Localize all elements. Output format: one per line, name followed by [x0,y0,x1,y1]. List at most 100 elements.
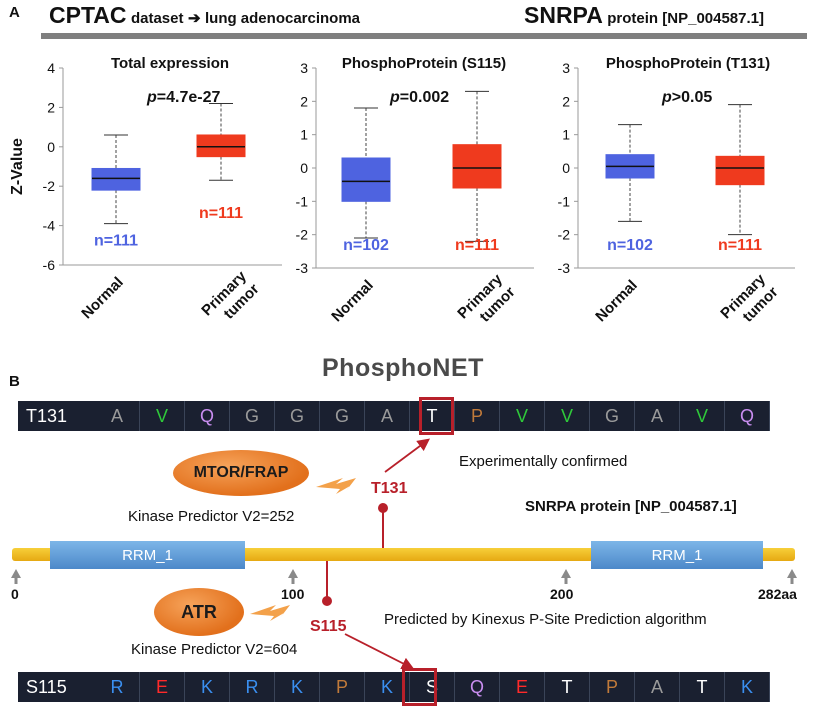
tick-label: 200 [550,586,574,602]
residue-k: K [725,672,770,702]
box-normal [341,157,391,202]
tick-label: 100 [281,586,305,602]
chart-title: PhosphoProtein (S115) [342,55,506,72]
s115-arrow [344,633,415,670]
y-tick-label: -2 [43,178,56,194]
residue-e: E [140,672,185,702]
y-tick-label: 1 [300,127,308,143]
y-tick-label: 3 [562,60,570,76]
y-tick-label: -2 [558,227,571,243]
residue-v: V [545,401,590,431]
dataset-header: CPTAC dataset ➔ lung adenocarcinoma [49,2,360,29]
y-tick-label: 2 [562,93,570,109]
cancer-type: lung adenocarcinoma [204,10,361,27]
residue-q: Q [455,672,500,702]
kinase-mtor-oval: MTOR/FRAP [173,450,309,496]
y-tick-label: 2 [47,99,55,115]
y-tick-label: 0 [562,160,570,176]
lightning-icon [250,605,290,621]
residue-t: T [410,401,455,431]
y-tick-label: 0 [300,160,308,176]
residue-v: V [500,401,545,431]
protein-name: SNRPA [524,2,603,28]
residue-a: A [95,401,140,431]
n-label: n=111 [455,237,499,254]
y-tick-label: -6 [43,257,56,273]
y-tick-label: -1 [558,193,571,209]
lightning-icon [316,478,356,494]
box-tumor [196,134,246,158]
chart-title: Total expression [111,55,229,72]
residue-a: A [635,672,680,702]
kinase-score-t131: Kinase Predictor V2=252 [128,508,295,525]
phosphonet-title: PhosphoNET [322,354,484,382]
tick-arrow-icon [787,569,797,578]
site-label-t131: T131 [371,480,408,497]
experimental-note: Experimentally confirmed [459,453,628,470]
residue-a: A [365,401,410,431]
y-tick-label: 0 [47,139,55,155]
residue-g: G [590,401,635,431]
t131-site-highlight [419,397,454,435]
residue-t: T [545,672,590,702]
t131-arrow [384,438,431,473]
y-axis-label: Z-Value [9,138,26,195]
panel-b-letter: B [9,373,20,390]
panel-a-letter: A [9,4,20,21]
y-tick-label: -3 [558,260,571,276]
s115-site-highlight [402,668,437,706]
residue-k: K [275,672,320,702]
chart-title: PhosphoProtein (T131) [606,55,770,72]
residue-r: R [95,672,140,702]
n-label: n=111 [718,237,762,254]
residue-g: G [230,401,275,431]
y-tick-label: 1 [562,127,570,143]
y-tick-label: -4 [43,218,56,234]
y-tick-label: 3 [300,60,308,76]
boxplot-chart-3: 3 2 1 0 -1 -2 -3 PhosphoProtein (T131) p>0.05 n=1… [558,55,795,326]
tick-label: 282aa [758,586,797,602]
header-rule [41,33,807,39]
residue-p: P [590,672,635,702]
n-label: n=102 [607,237,653,254]
n-label: n=102 [343,237,389,254]
tick-arrow-icon [561,569,571,578]
p-value-label: p>0.05 [661,89,712,106]
box-tumor [715,155,765,186]
protein-label: SNRPA protein [NP_004587.1] [525,498,737,515]
residue-k: K [365,672,410,702]
strip-label: T131 [26,405,68,426]
residue-q: Q [185,401,230,431]
residue-a: A [635,401,680,431]
y-tick-label: 2 [300,93,308,109]
residue-t: T [680,672,725,702]
dataset-word: dataset [130,10,184,27]
y-tick-label: 4 [47,60,55,76]
t131-dot [378,503,388,513]
kinase-score-s115: Kinase Predictor V2=604 [131,641,298,658]
p-value-label: p=0.002 [389,89,449,106]
y-tick-label: -3 [296,260,309,276]
box-normal [91,167,141,191]
predicted-note: Predicted by Kinexus P-Site Prediction a… [384,611,707,628]
tick-label: 0 [11,586,19,602]
tick-arrow-icon [288,569,298,578]
strip-label: S115 [26,676,67,697]
domain-rrm1-left: RRM_1 [50,541,245,569]
residue-q: Q [725,401,770,431]
n-label: n=111 [94,233,138,250]
residue-p: P [455,401,500,431]
arrow-icon: ➔ [187,10,201,27]
y-tick-label: -2 [296,227,309,243]
kinase-atr-oval: ATR [154,588,244,636]
residue-g: G [275,401,320,431]
residue-r: R [230,672,275,702]
dataset-name: CPTAC [49,2,127,28]
site-label-s115: S115 [310,618,347,635]
